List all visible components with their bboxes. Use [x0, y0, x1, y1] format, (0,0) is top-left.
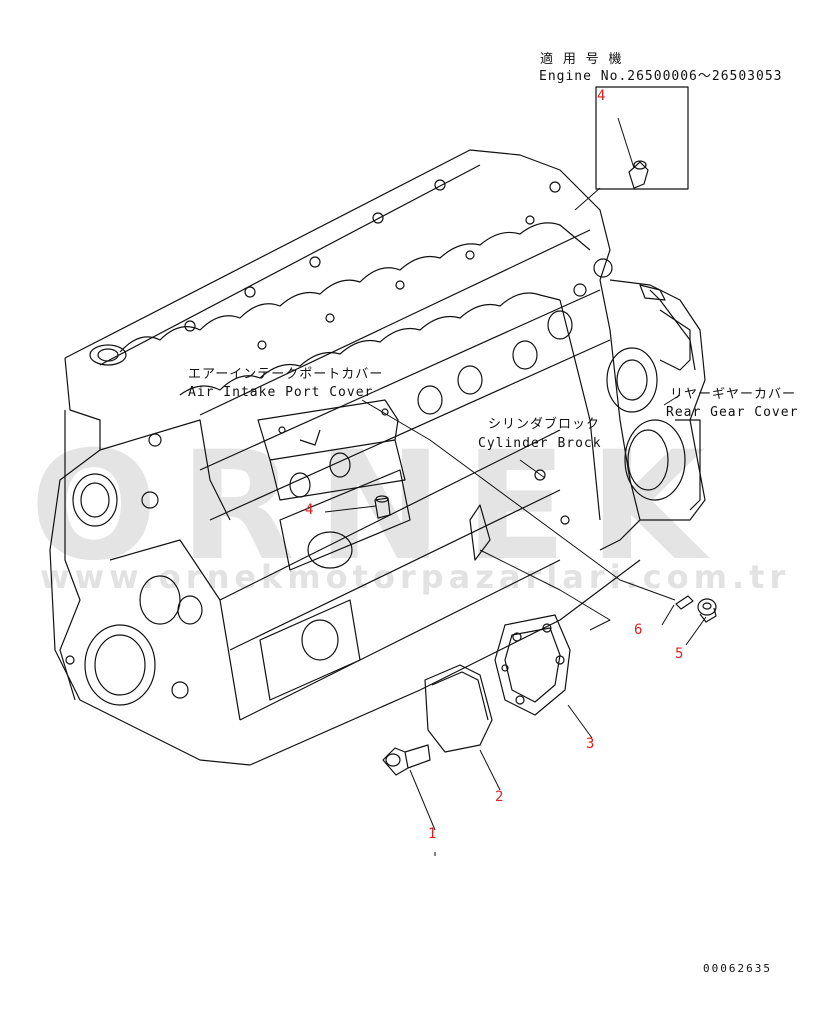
rear-gear-cover-label-en: Rear Gear Cover: [666, 405, 799, 420]
part-6-plug: [675, 595, 694, 610]
part-1-bolt: [382, 744, 431, 776]
callout-2: 2: [495, 789, 504, 805]
cylinder-block-label-jp: シリンダブロック: [488, 417, 601, 432]
engine-block: [49, 149, 641, 766]
engine-number-range: Engine No.26500006～26503053: [539, 69, 783, 84]
leader-lines: [324, 117, 707, 856]
part-4-plug-lower: [374, 495, 391, 519]
part-3-gasket: [494, 614, 571, 716]
cylinder-block-label-en: Cylinder Brock: [478, 436, 602, 451]
drawing-code: 00062635: [703, 962, 772, 975]
callout-3: 3: [586, 736, 595, 752]
air-intake-port-cover: [257, 399, 406, 501]
rear-gear-cover-label-jp: リヤーギヤーカバー: [670, 387, 797, 402]
rear-gear-cover: [606, 279, 706, 521]
detail-box: [595, 86, 689, 190]
callout-4-lower: 4: [305, 502, 314, 518]
air-intake-label-jp: エアーインテークポートカバー: [188, 367, 384, 382]
callout-6: 6: [634, 622, 643, 638]
head-holes: [89, 179, 613, 366]
part-2-cover: [424, 664, 493, 753]
applicable-label-jp: 適 用 号 機: [540, 52, 623, 67]
callout-1: 1: [428, 826, 437, 842]
callout-4-upper: 4: [597, 88, 606, 104]
part-5-plug: [697, 598, 717, 623]
cylinder-bores: [289, 310, 573, 498]
front-gear-housing: [65, 433, 203, 706]
part-4-plug-upper: [628, 160, 649, 189]
air-intake-label-en: Air Intake Port Cover: [188, 385, 374, 400]
callout-5: 5: [675, 646, 684, 662]
